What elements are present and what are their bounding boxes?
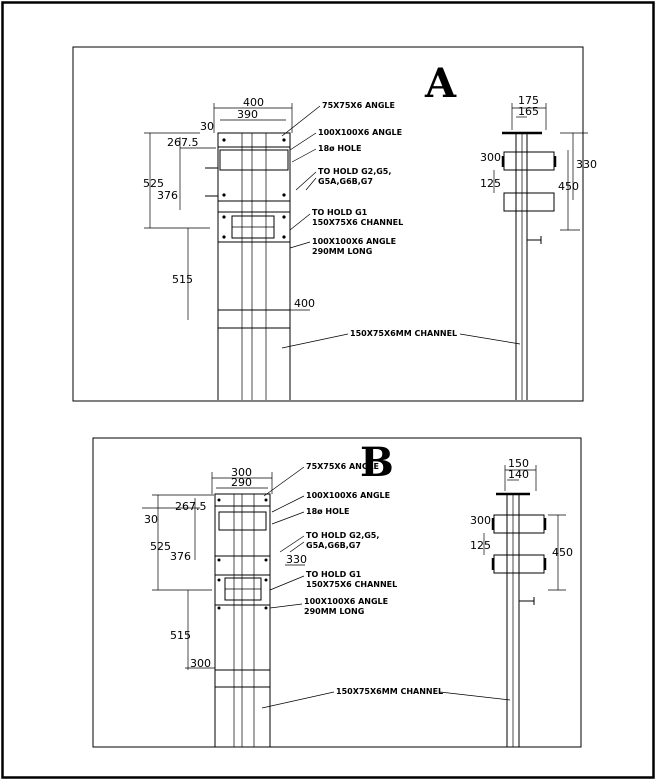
dim-290: 290 [231,476,252,489]
dim-125-side: 125 [480,177,501,190]
dim-140: 140 [508,468,529,481]
panel-b-top-dims: 300 290 30 [144,466,273,526]
panel-a-left-column [205,132,291,400]
panel-a: A [72,46,597,402]
label-to-hold-2: G5A,G6B,G7 [318,177,373,186]
panel-a-frame [72,46,584,402]
label-b-angle-290-1: 100X100X6 ANGLE [304,597,388,606]
dim-400-top: 400 [243,96,264,109]
label-angle-290-2: 290MM LONG [312,247,372,256]
dim-300-side: 300 [480,151,501,164]
panel-a-top-dims: 400 390 30 [200,96,293,133]
dim-30: 30 [200,120,214,133]
panel-b-labels: 75X75X6 ANGLE 100X100X6 ANGLE 18ø HOLE T… [261,462,511,709]
dim-330-b: 330 [286,553,307,566]
panel-b-letter: B [360,439,394,486]
label-150-channel: 150X75X6 CHANNEL [312,218,403,227]
dim-300-top: 300 [231,466,252,479]
label-b-hole: 18ø HOLE [306,507,349,516]
label-b-to-hold-1: TO HOLD G2,G5, [306,531,379,540]
dim-165: 165 [518,105,539,118]
dim-175: 175 [518,94,539,107]
panel-b-frame [92,437,582,748]
dim-300-side-b: 300 [470,514,491,527]
dim-525: 525 [143,177,164,190]
label-100x100-angle: 100X100X6 ANGLE [318,128,402,137]
panel-a-labels: 75X75X6 ANGLE 100X100X6 ANGLE 18ø HOLE T… [281,101,521,349]
label-b-to-hold-g1: TO HOLD G1 [306,570,362,579]
label-b-150-channel: 150X75X6 CHANNEL [306,580,397,589]
dim-515: 515 [172,273,193,286]
dim-330-side: 330 [576,158,597,171]
dim-267-5: 267.5 [167,136,199,149]
dim-450-side-b: 450 [552,546,573,559]
dim-300-lower: 300 [190,657,211,670]
dim-376-b: 376 [170,550,191,563]
dim-267-5-b: 267.5 [175,500,207,513]
dim-125-side-b: 125 [470,539,491,552]
dim-150: 150 [508,457,529,470]
dim-30-b: 30 [144,513,158,526]
label-angle-290-1: 100X100X6 ANGLE [312,237,396,246]
label-75x75-angle: 75X75X6 ANGLE [322,101,395,110]
panel-a-letter: A [424,60,457,107]
dim-376: 376 [157,189,178,202]
label-b-100x100-angle: 100X100X6 ANGLE [306,491,390,500]
panel-b-left-column [214,493,271,747]
label-b-angle-290-2: 290MM LONG [304,607,364,616]
label-to-hold-g1: TO HOLD G1 [312,208,368,217]
label-b-channel: 150X75X6MM CHANNEL [336,687,443,696]
label-b-75x75-angle: 75X75X6 ANGLE [306,462,379,471]
panel-a-side-view: 175 165 300 125 330 450 [480,94,597,400]
panel-b-side-view: 150 140 300 125 450 [470,457,573,747]
label-b-to-hold-2: G5A,G6B,G7 [306,541,361,550]
label-hole: 18ø HOLE [318,144,361,153]
panel-a-left-dims: 267.5 525 376 515 400 [143,132,315,320]
dim-400-lower: 400 [294,297,315,310]
panel-b-left-dims: 267.5 525 376 515 300 [142,494,215,670]
dim-390: 390 [237,108,258,121]
panel-b: B 300 290 30 [92,437,582,748]
label-to-hold-1: TO HOLD G2,G5, [318,167,391,176]
dim-515-b: 515 [170,629,191,642]
dim-525-b: 525 [150,540,171,553]
dim-450-side: 450 [558,180,579,193]
label-channel: 150X75X6MM CHANNEL [350,329,457,338]
